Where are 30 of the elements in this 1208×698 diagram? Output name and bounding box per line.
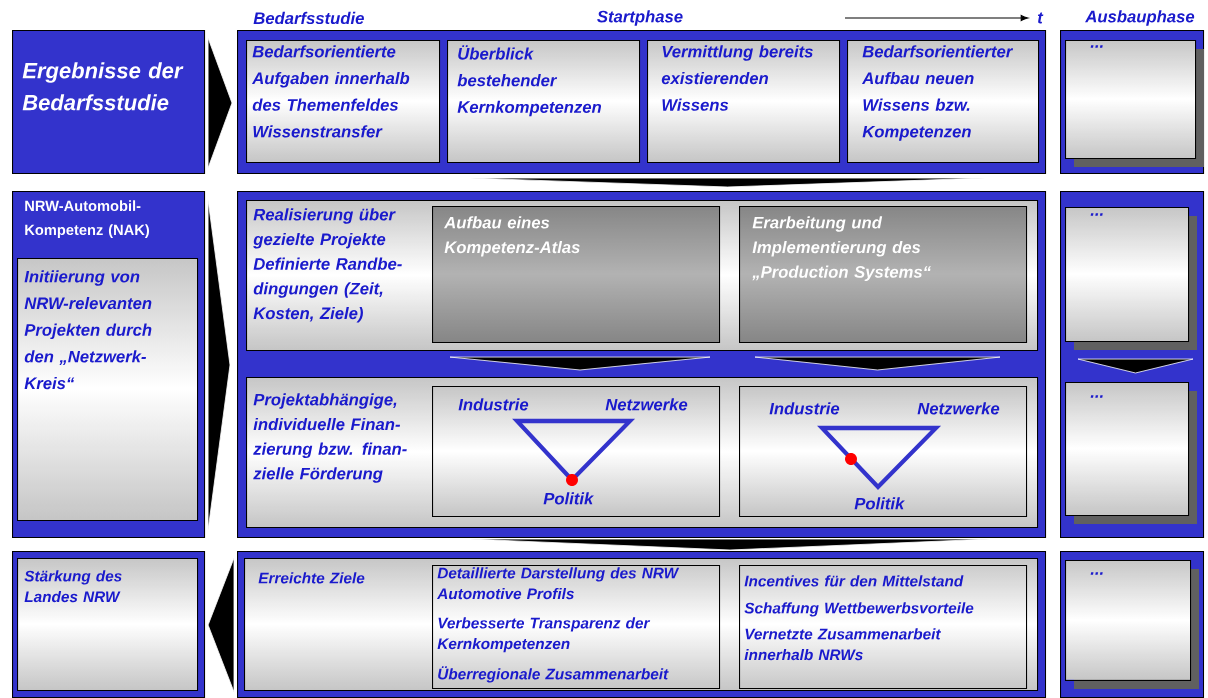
stakeholder-panel: Industrie Netzwerke Politik — [739, 386, 1028, 518]
result-box: Stärkung des Landes NRW — [17, 558, 199, 692]
stakeholder-panel: Industrie Netzwerke Politik — [432, 386, 721, 518]
project-box: Aufbau eines Kompetenz-Atlas — [432, 206, 721, 344]
result-box: Ergebnisse der Bedarfsstudie — [12, 30, 206, 175]
task-box: Überblick bestehender Kernkompetenzen — [447, 40, 641, 164]
goals-list: Incentives für den Mittelstand Schaffung Wettbewerbsvorteile Vernetzte Zusammenarbeit innerhalb NRWs — [739, 565, 1028, 690]
phase-heading: Ausbauphase — [1085, 10, 1195, 26]
project-box: Erarbeitung und Implementierung des „Production Systems“ — [739, 206, 1028, 344]
phase-heading: Bedarfsstudie — [253, 11, 364, 25]
placeholder-box: ... — [1065, 560, 1199, 689]
chevron-arrow — [449, 356, 711, 371]
chevron-arrow — [207, 557, 235, 693]
placeholder-box: ... — [1065, 207, 1197, 350]
goals-list: Detaillierte Darstellung des NRW Automotive Profils Verbesserte Transparenz der Kernkompetenzen Überregionale Zusammenarbeit — [432, 565, 721, 690]
task-box: Vermittlung bereits existierenden Wissens — [647, 40, 841, 164]
task-box: Bedarfsorientierte Aufgaben innerhalb des Themenfeldes Wissenstransfer — [246, 40, 441, 164]
chevron-arrow — [207, 37, 233, 169]
node-label: ... — [1090, 213, 1103, 216]
placeholder-box: ... — [1065, 40, 1204, 167]
initiative-box: Initiierung von NRW-relevanten Projekten durch den „Netzwerk-Kreis“ — [17, 258, 199, 522]
phase-heading: Startphase — [597, 10, 683, 26]
task-box: Bedarfsorientierter Aufbau neuen Wissens bzw. Kompetenzen — [847, 40, 1040, 164]
phase-heading: t — [1037, 12, 1044, 24]
placeholder-box: ... — [1065, 382, 1197, 524]
chevron-arrow — [469, 177, 986, 188]
chevron-arrow — [207, 199, 231, 531]
chevron-arrow — [754, 356, 1001, 371]
chevron-arrow — [469, 538, 991, 551]
node-label: ... — [1090, 45, 1103, 48]
